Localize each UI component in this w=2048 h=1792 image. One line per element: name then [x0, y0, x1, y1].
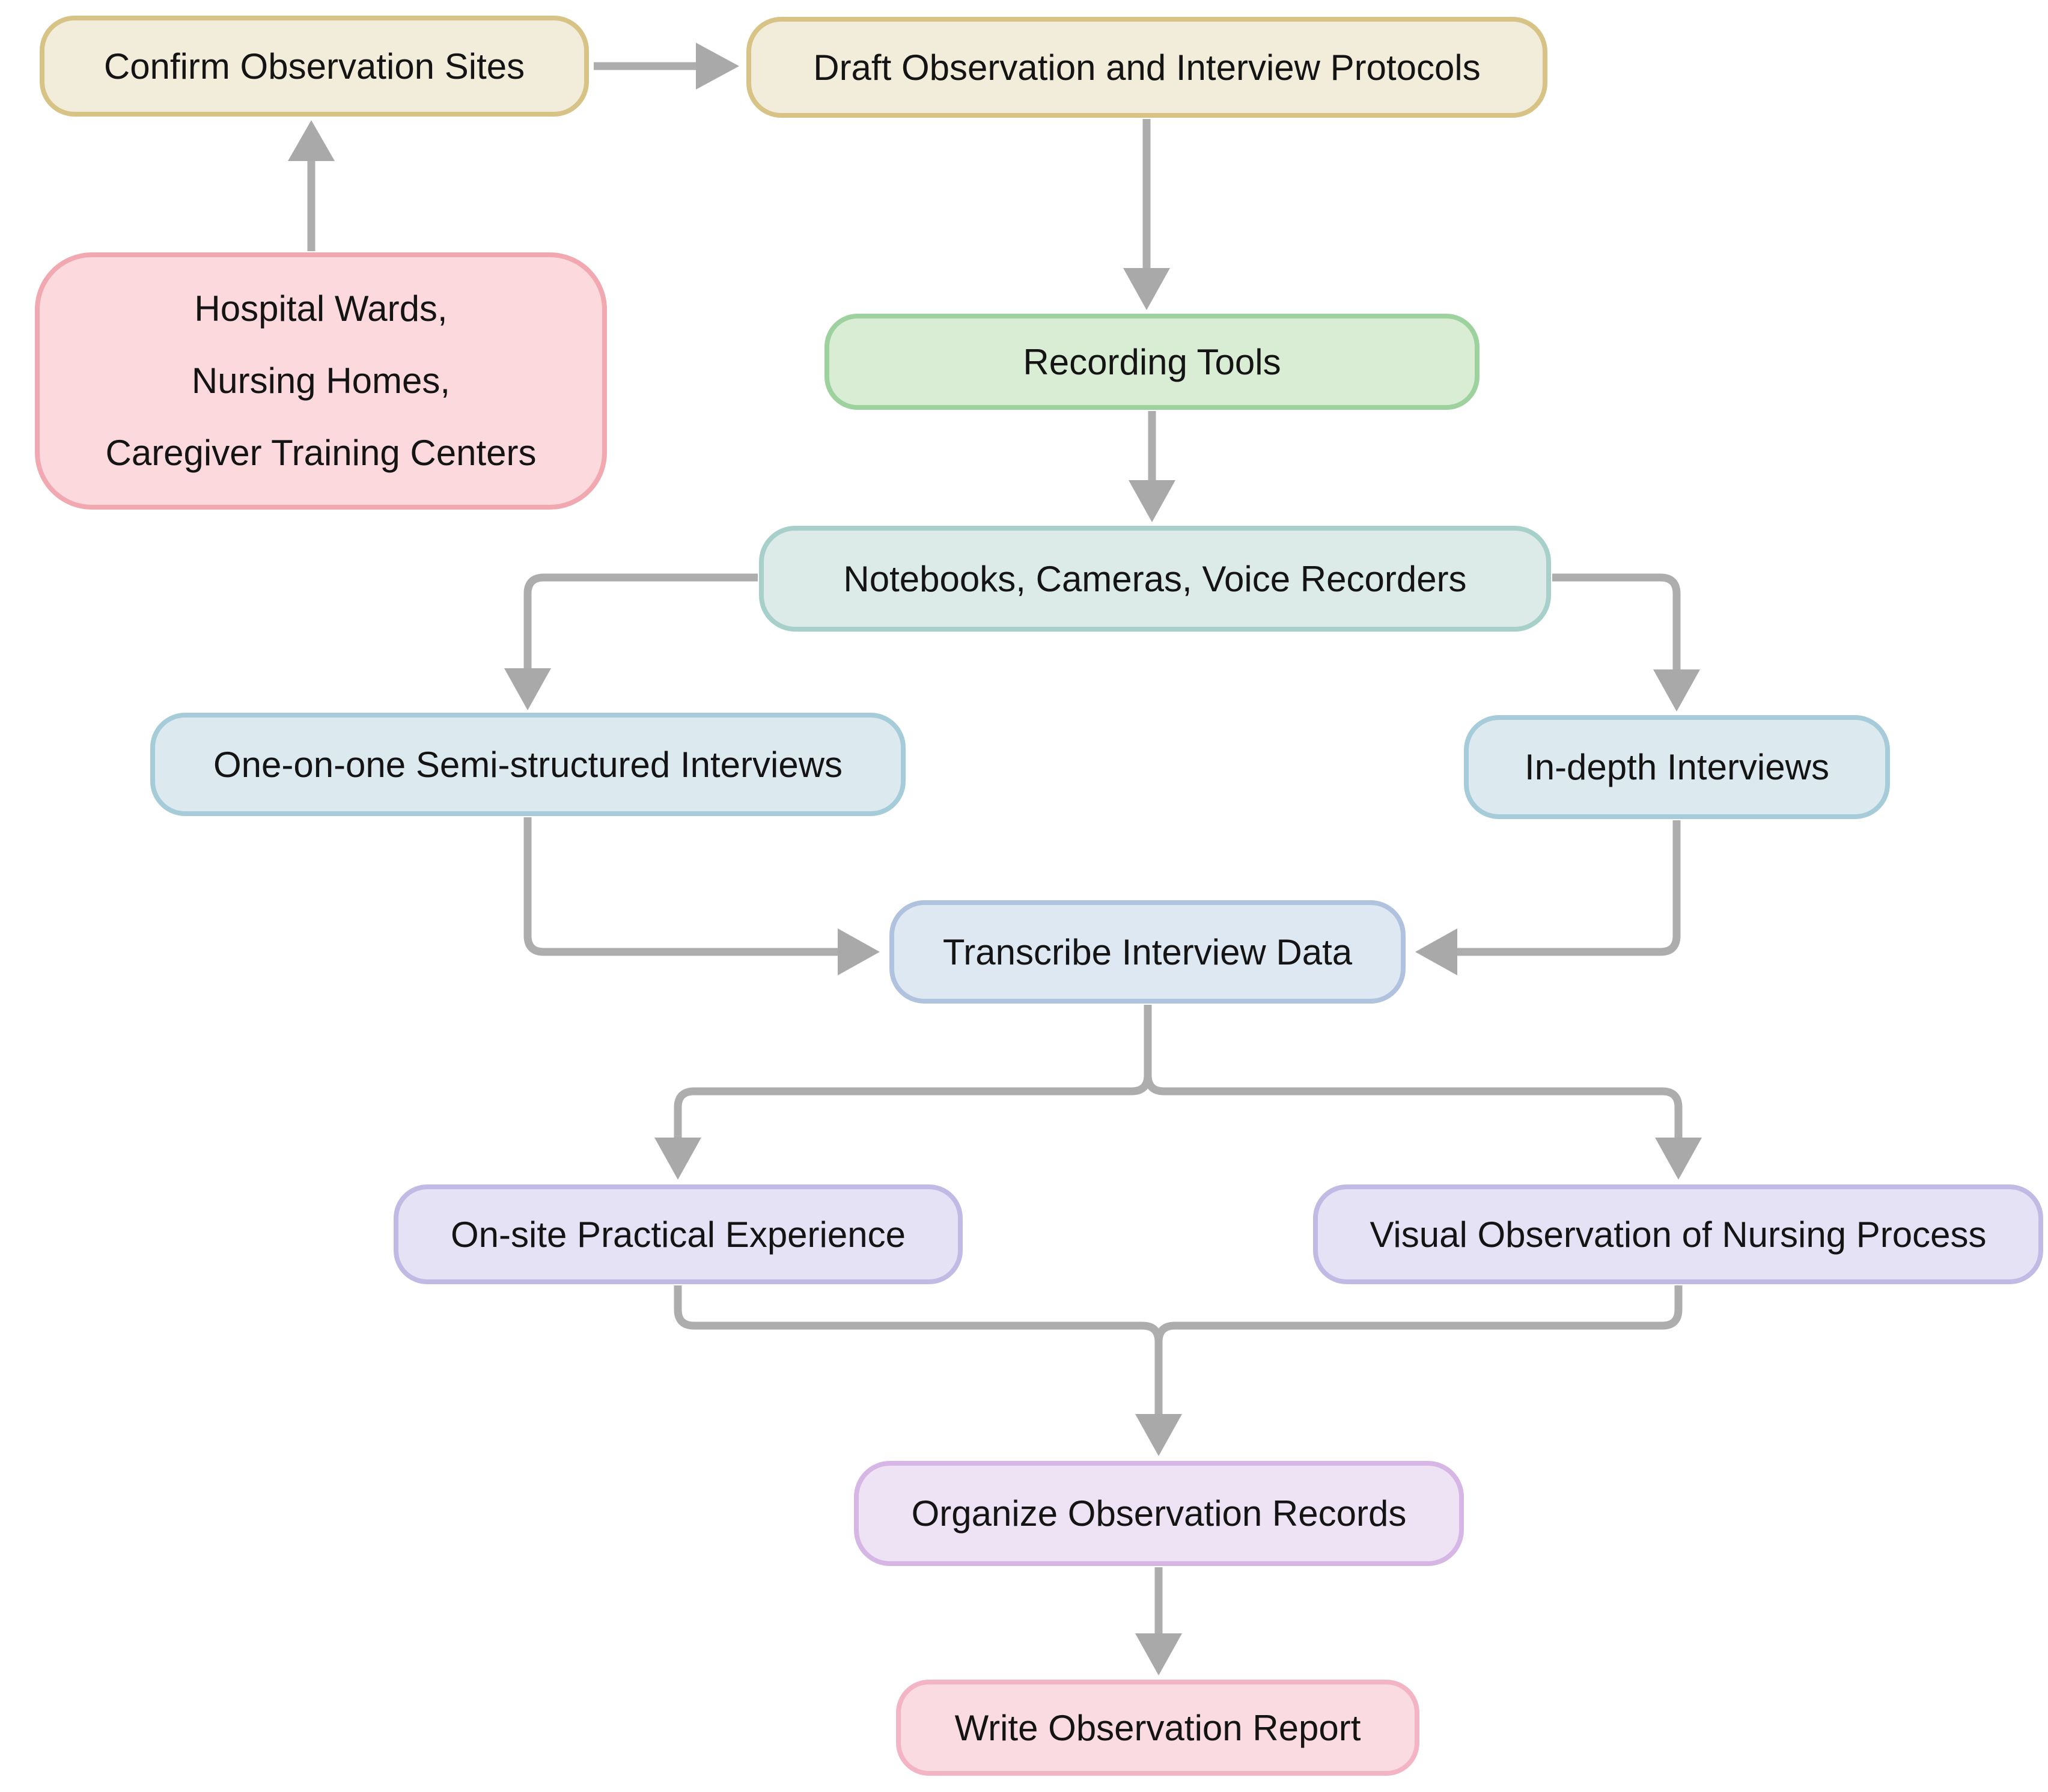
connector-draft-to-recording [1123, 119, 1170, 310]
node-label-line: Nursing Homes, [191, 361, 451, 401]
node-recording-tools: Recording Tools [824, 314, 1480, 410]
connector-confirm-to-draft [594, 43, 739, 90]
connector-onsite-to-organize [674, 1285, 1182, 1456]
node-transcribe-interview-data: Transcribe Interview Data [889, 900, 1406, 1004]
connector-in-depth-to-transcribe [1415, 820, 1681, 975]
node-on-site-practical-experience: On-site Practical Experience [394, 1184, 963, 1284]
connector-transcribe-to-visual [1144, 1005, 1702, 1180]
node-label: On-site Practical Experience [451, 1214, 906, 1255]
node-label: Confirm Observation Sites [103, 46, 525, 87]
node-label: Draft Observation and Interview Protocol… [813, 47, 1481, 88]
node-in-depth-interviews: In-depth Interviews [1464, 715, 1890, 819]
connector-notebooks-to-in-depth [1552, 573, 1700, 712]
node-confirm-observation-sites: Confirm Observation Sites [40, 16, 589, 117]
node-draft-observation-interview-protocols: Draft Observation and Interview Protocol… [746, 17, 1547, 118]
connector-recording-to-notebooks [1129, 411, 1175, 522]
node-label: Notebooks, Cameras, Voice Recorders [843, 558, 1467, 599]
node-label: Organize Observation Records [911, 1493, 1407, 1534]
node-label: In-depth Interviews [1525, 747, 1829, 787]
node-write-observation-report: Write Observation Report [896, 1680, 1419, 1776]
connector-one-on-one-to-transcribe [523, 817, 880, 975]
node-visual-observation-of-nursing-process: Visual Observation of Nursing Process [1313, 1184, 2043, 1284]
connector-notebooks-to-one-on-one [504, 573, 758, 710]
node-label: Recording Tools [1023, 341, 1281, 382]
connector-organize-to-write [1135, 1567, 1182, 1675]
connector-visual-to-organize [1154, 1285, 1683, 1414]
node-label: One-on-one Semi-structured Interviews [213, 744, 843, 785]
node-label: Transcribe Interview Data [942, 931, 1353, 972]
node-label-line: Hospital Wards, [194, 288, 448, 329]
node-observation-site-examples: Hospital Wards, Nursing Homes, Caregiver… [35, 252, 607, 510]
connector-hospital-to-confirm [288, 120, 335, 251]
node-label: Visual Observation of Nursing Process [1370, 1214, 1987, 1255]
node-label-line: Caregiver Training Centers [105, 433, 537, 473]
node-one-on-one-semi-structured-interviews: One-on-one Semi-structured Interviews [150, 713, 906, 816]
node-label: Write Observation Report [954, 1707, 1361, 1748]
node-organize-observation-records: Organize Observation Records [854, 1461, 1464, 1566]
connector-transcribe-to-onsite [654, 1005, 1152, 1180]
node-notebooks-cameras-voice-recorders: Notebooks, Cameras, Voice Recorders [759, 526, 1551, 632]
